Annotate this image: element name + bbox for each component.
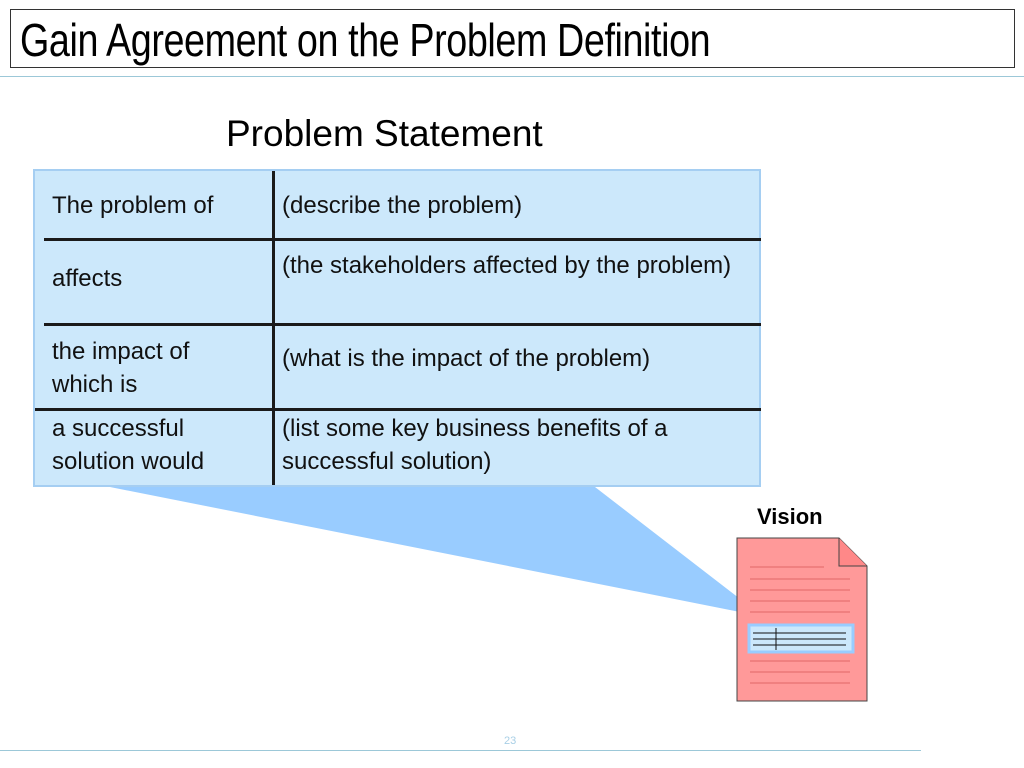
row-description: (the stakeholders affected by the proble… [282,252,732,279]
document-icon [736,537,868,702]
row-description: (describe the problem) [282,192,523,219]
row-description: (list some key business benefits of a su… [282,415,668,475]
row-description: (what is the impact of the problem) [282,345,651,372]
top-divider [0,76,1024,77]
row-label: affects [52,265,123,292]
section-heading: Problem Statement [226,113,543,154]
column-divider [272,171,275,485]
row-divider [44,323,761,326]
bottom-divider [0,750,921,751]
problem-statement-table: The problem of (describe the problem) af… [33,169,761,487]
page-number: 23 [504,735,517,747]
row-label: The problem of [52,192,214,219]
slide-title: Gain Agreement on the Problem Definition [20,14,711,66]
row-label: a successful solution would [52,415,205,475]
row-divider [35,408,761,411]
row-label: the impact of which is [52,338,190,398]
row-divider [44,238,761,241]
title-frame [10,9,1015,68]
vision-label: Vision [757,504,823,529]
